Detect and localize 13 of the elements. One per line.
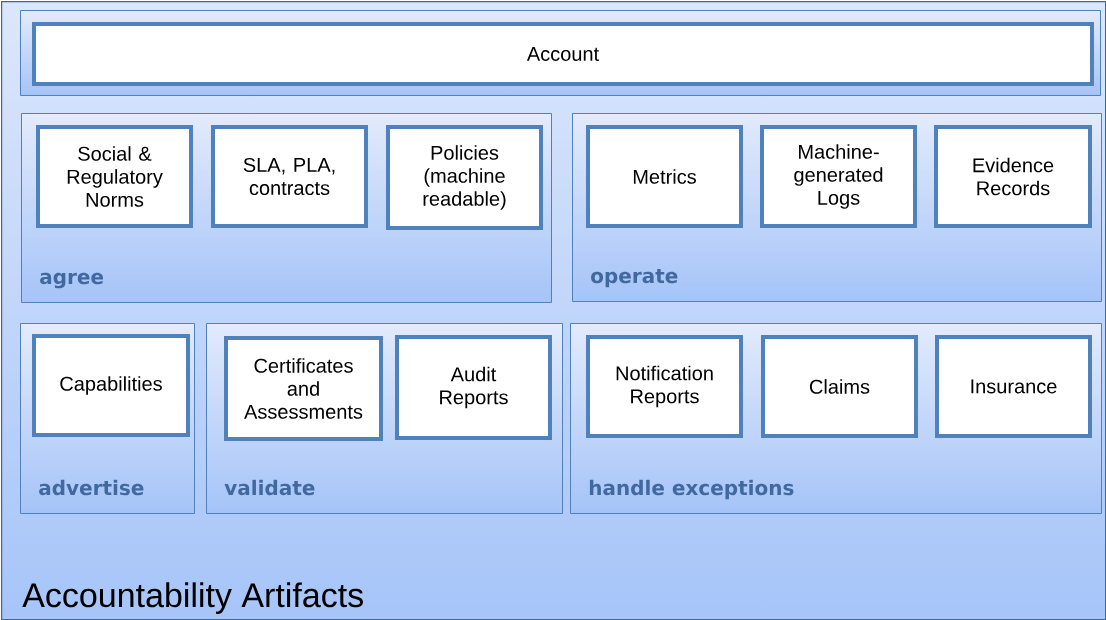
- artifact-box: Audit Reports: [395, 335, 552, 440]
- artifact-box: Capabilities: [32, 334, 190, 437]
- artifact-box: Notification Reports: [586, 335, 743, 438]
- artifact-box: Machine-generated Logs: [760, 125, 917, 228]
- artifact-box: Metrics: [586, 125, 743, 228]
- artifact-box: Policies (machine readable): [386, 125, 543, 230]
- artifact-box: SLA, PLA, contracts: [211, 125, 368, 228]
- artifact-box: Insurance: [935, 335, 1092, 438]
- artifact-box: Claims: [761, 335, 918, 438]
- artifact-box: Account: [32, 22, 1094, 86]
- artifact-box: Certificates and Assessments: [224, 336, 383, 441]
- artifact-box: Evidence Records: [934, 125, 1092, 228]
- artifact-box: Social & Regulatory Norms: [36, 125, 193, 228]
